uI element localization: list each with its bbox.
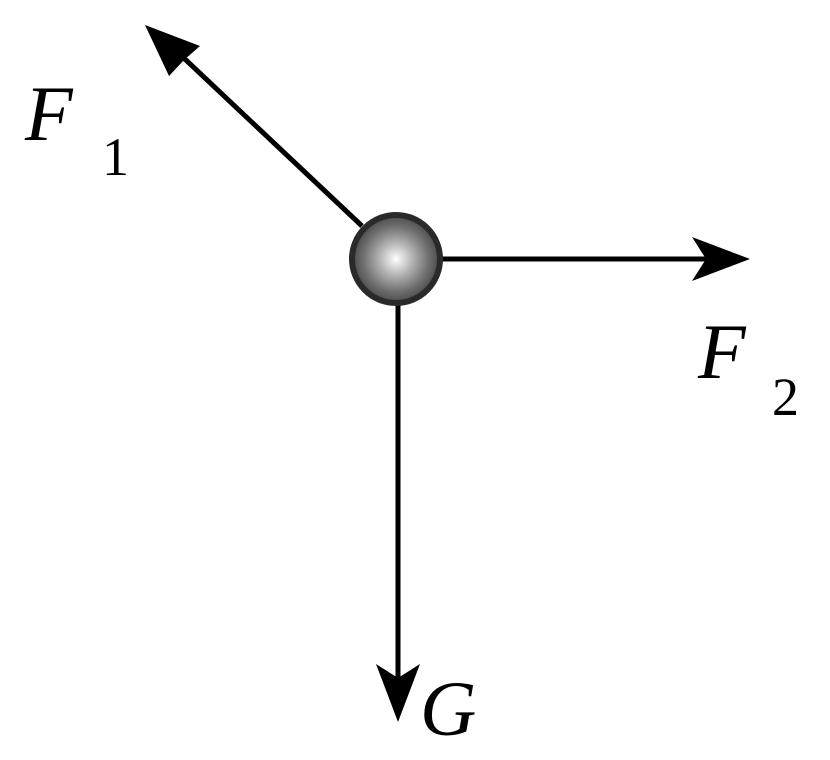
particle-ball: [349, 212, 443, 306]
force-g: [376, 305, 420, 722]
force-g-arrowhead: [376, 664, 420, 722]
force-f1-label: F: [24, 70, 74, 157]
force-f2-arrowhead: [692, 237, 750, 281]
force-f2: [440, 237, 750, 281]
force-f1-arrowhead: [145, 25, 200, 76]
force-f1-line: [168, 43, 364, 228]
force-g-label: G: [420, 665, 476, 752]
force-f2-label: F: [697, 308, 747, 395]
force-f1: [145, 25, 364, 228]
force-f2-subscript: 2: [772, 367, 799, 427]
force-f1-subscript: 1: [102, 127, 129, 187]
